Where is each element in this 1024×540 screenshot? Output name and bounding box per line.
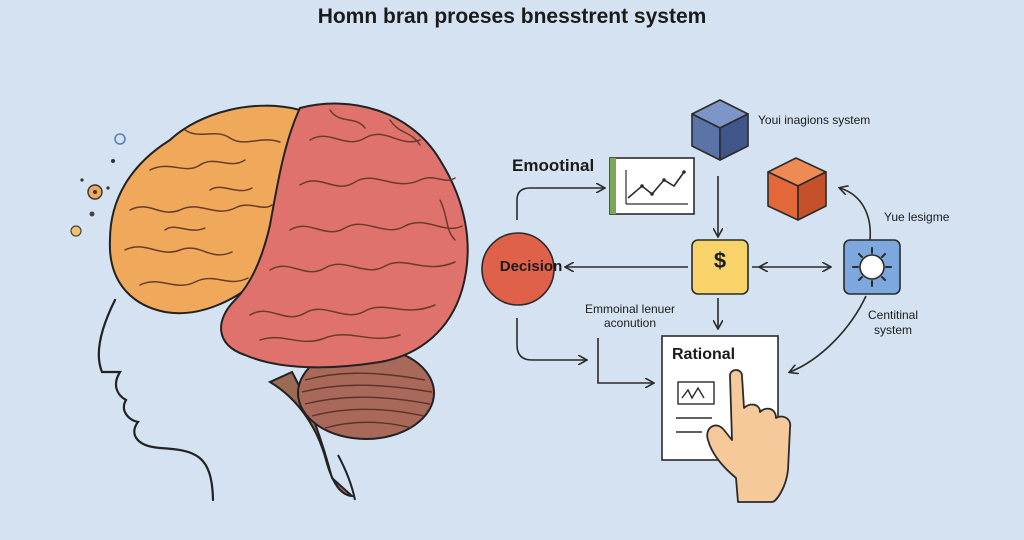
emotional-label: Emootinal	[512, 156, 595, 175]
imaginations-label: Youi inagions system	[758, 113, 871, 127]
thought-dots-icon	[70, 133, 126, 237]
brain-parietal-lobe	[220, 102, 469, 369]
arrow-gear-to-orange-cube	[840, 188, 872, 241]
central-system-label: Centitinal system	[867, 308, 919, 337]
yue-label: Yue lesigme	[884, 210, 950, 224]
diagram-title: Homn bran proeses bnesstrent system	[317, 5, 707, 28]
decision-label: Decision	[499, 258, 563, 275]
rational-label: Rational	[672, 346, 736, 363]
pointing-hand-icon	[706, 369, 792, 503]
dollar-node	[691, 239, 749, 295]
emotional-chart-card	[609, 157, 695, 215]
arrow-decision-to-emotional	[516, 188, 604, 220]
decision-node	[481, 232, 555, 306]
gear-icon	[843, 239, 901, 295]
arrow-decision-to-rational	[516, 318, 586, 360]
neck-outline	[337, 454, 356, 501]
blue-cube-icon	[691, 99, 749, 161]
connectors	[516, 176, 872, 383]
arrow-gear-to-rational	[790, 295, 867, 372]
brain-gyri	[124, 109, 463, 343]
orange-cube-icon	[767, 157, 827, 221]
head-outline	[97, 298, 215, 502]
emotional-sub-label: Emmoinal lenuer aconution	[584, 302, 676, 330]
dollar-label: $	[713, 248, 727, 273]
arrow-sub-to-rational	[597, 338, 653, 383]
